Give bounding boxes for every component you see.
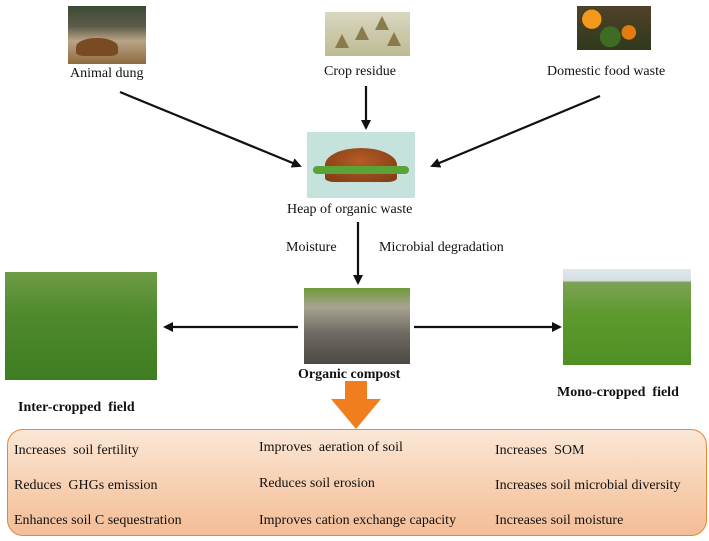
arrow-food-to-heap <box>430 94 601 168</box>
benefit-item: Improves cation exchange capacity <box>259 513 457 528</box>
benefit-item: Increases soil moisture <box>495 513 624 528</box>
benefits-box: Increases soil fertility Reduces GHGs em… <box>7 429 707 536</box>
food-waste-image <box>577 6 651 50</box>
compost-label: Organic compost <box>298 367 401 382</box>
monocropped-label: Mono-cropped field <box>557 385 679 400</box>
benefit-item: Reduces soil erosion <box>259 476 375 491</box>
organic-compost-image <box>304 288 410 364</box>
benefit-item: Enhances soil C sequestration <box>14 513 182 528</box>
monocropped-field-image <box>563 269 691 365</box>
down-arrow-icon <box>331 381 381 429</box>
crop-residue-image <box>325 12 410 56</box>
benefit-item: Increases soil fertility <box>14 443 139 458</box>
heap-label: Heap of organic waste <box>287 202 413 217</box>
animal-dung-label: Animal dung <box>70 66 144 81</box>
moisture-label: Moisture <box>286 240 337 255</box>
animal-dung-image <box>68 6 146 64</box>
benefit-item: Reduces GHGs emission <box>14 478 158 493</box>
intercropped-field-image <box>5 272 157 380</box>
benefit-item: Increases soil microbial diversity <box>495 478 681 493</box>
benefit-item: Improves aeration of soil <box>259 440 403 455</box>
food-waste-label: Domestic food waste <box>547 64 666 79</box>
crop-residue-label: Crop residue <box>324 64 396 79</box>
benefit-item: Increases SOM <box>495 443 585 458</box>
microbial-degradation-label: Microbial degradation <box>379 240 504 255</box>
intercropped-label: Inter-cropped field <box>18 400 135 415</box>
arrow-dung-to-heap <box>119 90 302 168</box>
organic-waste-heap-image <box>307 132 415 198</box>
